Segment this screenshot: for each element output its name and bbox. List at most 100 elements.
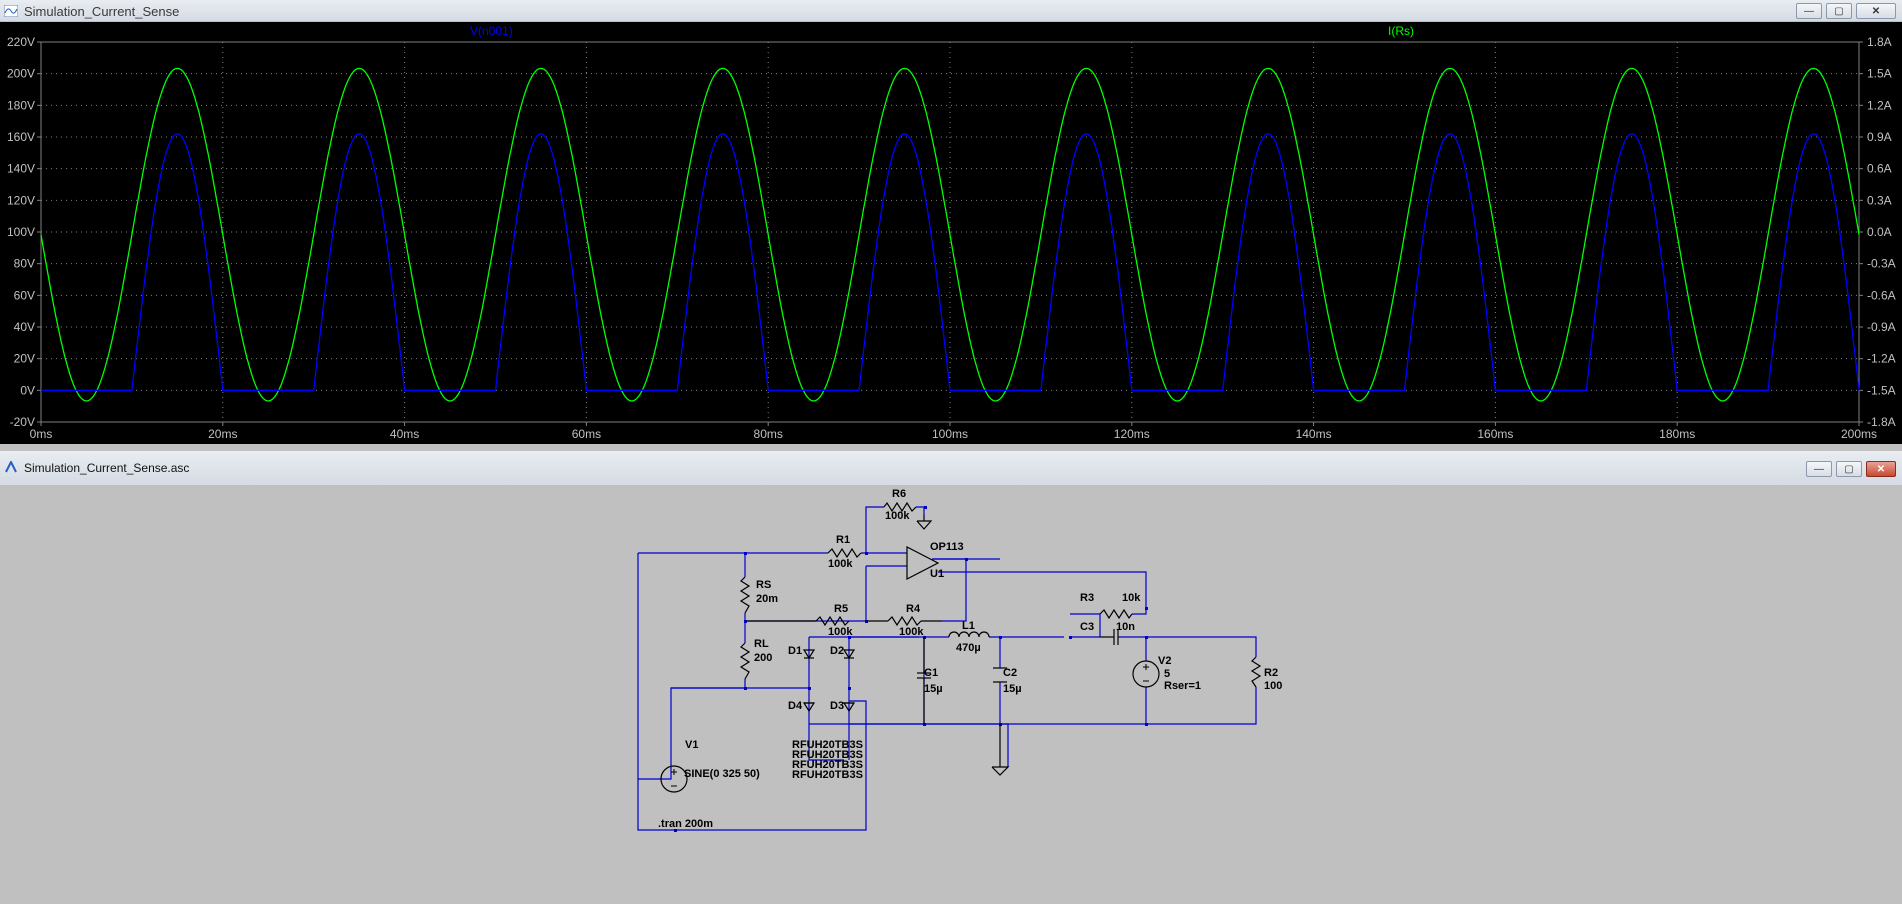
left-tick-label: 80V [14,257,35,271]
r2-value: 100 [1264,680,1282,692]
left-tick-label: 40V [14,320,35,334]
d1-name: D1 [788,645,802,657]
x-tick-label: 40ms [390,427,419,441]
right-tick-label: -0.9A [1867,320,1896,334]
c1-name: C1 [924,667,938,679]
left-tick-label: 140V [7,162,35,176]
right-tick-label: 1.2A [1867,98,1892,112]
r5-value: 100k [828,626,853,638]
minimize-button[interactable]: — [1796,3,1822,19]
c1-value: 15µ [924,683,943,695]
v2-rser: Rser=1 [1164,680,1201,692]
r1-name: R1 [836,534,850,546]
d3-name: D3 [830,700,844,712]
left-tick-label: 180V [7,98,35,112]
tran-directive[interactable]: .tran 200m [658,818,713,830]
waveform-plot[interactable]: 0ms 20ms 40ms 60ms 80ms 100ms 120ms 140ms 160ms 1… [0,22,1902,444]
x-tick-label: 0ms [30,427,53,441]
left-tick-label: -20V [10,415,35,429]
d4-name: D4 [788,700,803,712]
right-tick-label: -0.6A [1867,288,1896,302]
close-button[interactable]: ✕ [1866,461,1896,477]
right-tick-label: 0.0A [1867,225,1892,239]
schematic-window-title: Simulation_Current_Sense.asc [24,461,190,475]
series-v-n001-trace [41,133,1860,391]
r3-value: 10k [1122,592,1141,604]
series-i-rs-trace [40,67,1860,402]
maximize-button[interactable]: ▢ [1836,461,1862,477]
c2-name: C2 [1003,667,1017,679]
d2-name: D2 [830,645,844,657]
diode-model-2: RFUH20TB3S [792,749,863,761]
rl-value: 200 [754,652,772,664]
minimize-button[interactable]: — [1806,461,1832,477]
x-tick-label: 160ms [1477,427,1513,441]
x-tick-label: 120ms [1114,427,1150,441]
schematic-titlebar: Simulation_Current_Sense.asc — ▢ ✕ [0,451,1902,486]
c3-value: 10n [1116,621,1135,633]
right-tick-label: -1.2A [1867,352,1896,366]
maximize-button[interactable]: ▢ [1826,3,1852,19]
diode-model-4: RFUH20TB3S [792,769,863,781]
schematic-app-icon [5,461,17,473]
right-tick-label: 0.3A [1867,193,1892,207]
right-tick-label: 1.8A [1867,35,1892,49]
x-axis-ticks: 0ms 20ms 40ms 60ms 80ms 100ms 120ms 140ms 160ms 1… [30,427,1877,441]
c3-name: C3 [1080,621,1094,633]
rl-name: RL [754,638,769,650]
v2-value: 5 [1164,668,1170,680]
r1-value: 100k [828,558,853,570]
diode-model-1: RFUH20TB3S [792,739,863,751]
r6-value: 100k [885,510,910,522]
legend-i-rs[interactable]: I(Rs) [1388,24,1414,38]
x-tick-label: 200ms [1841,427,1877,441]
x-tick-label: 80ms [754,427,783,441]
r5-name: R5 [834,603,848,615]
component-symbols [660,501,1262,793]
left-tick-label: 60V [14,288,35,302]
right-tick-label: -0.3A [1867,257,1896,271]
left-tick-label: 120V [7,193,35,207]
r4-value: 100k [899,626,924,638]
right-tick-label: 1.5A [1867,67,1892,81]
left-tick-label: 20V [14,352,35,366]
x-tick-label: 140ms [1296,427,1332,441]
source-polarity-marks [671,664,1149,787]
c2-value: 15µ [1003,683,1022,695]
left-tick-label: 200V [7,67,35,81]
right-tick-label: 0.9A [1867,130,1892,144]
u1-model: OP113 [930,541,964,553]
diode-model-3: RFUH20TB3S [792,759,863,771]
right-tick-label: 0.6A [1867,162,1892,176]
u1-name: U1 [930,568,944,580]
left-tick-label: 160V [7,130,35,144]
v1-name: V1 [685,739,698,751]
left-tick-label: 0V [20,383,35,397]
right-tick-label: -1.8A [1867,415,1896,429]
rs-value: 20m [756,593,778,605]
l1-name: L1 [962,620,975,632]
left-tick-label: 100V [7,225,35,239]
r2-name: R2 [1264,667,1278,679]
rs-name: RS [756,579,771,591]
r6-name: R6 [892,488,906,500]
waveform-titlebar: Simulation_Current_Sense — ▢ ✕ [0,0,1902,22]
schematic-wires [637,506,1257,831]
right-axis-ticks: 1.8A 1.5A 1.2A 0.9A 0.6A 0.3A 0.0A -0.3A -0.6A -0… [1867,35,1896,429]
r3-name: R3 [1080,592,1094,604]
left-axis-ticks: 220V 200V 180V 160V 140V 120V 100V 80V 60V 40V 20V… [7,35,35,429]
legend-v-n001[interactable]: V(n001) [470,24,513,38]
left-tick-label: 220V [7,35,35,49]
x-tick-label: 20ms [208,427,237,441]
l1-value: 470µ [956,642,981,654]
waveform-window-title: Simulation_Current_Sense [24,4,180,19]
x-tick-label: 180ms [1659,427,1695,441]
x-tick-label: 100ms [932,427,968,441]
schematic-canvas[interactable]: R6 100k R1 100k OP113 U1 RS 20m R5 100k … [4,487,1898,904]
plot-background [0,22,1902,444]
v1-value: SINE(0 325 50) [684,768,760,780]
r4-name: R4 [906,603,921,615]
waveform-app-icon [4,5,18,17]
close-button[interactable]: ✕ [1856,3,1896,19]
x-tick-label: 60ms [572,427,601,441]
